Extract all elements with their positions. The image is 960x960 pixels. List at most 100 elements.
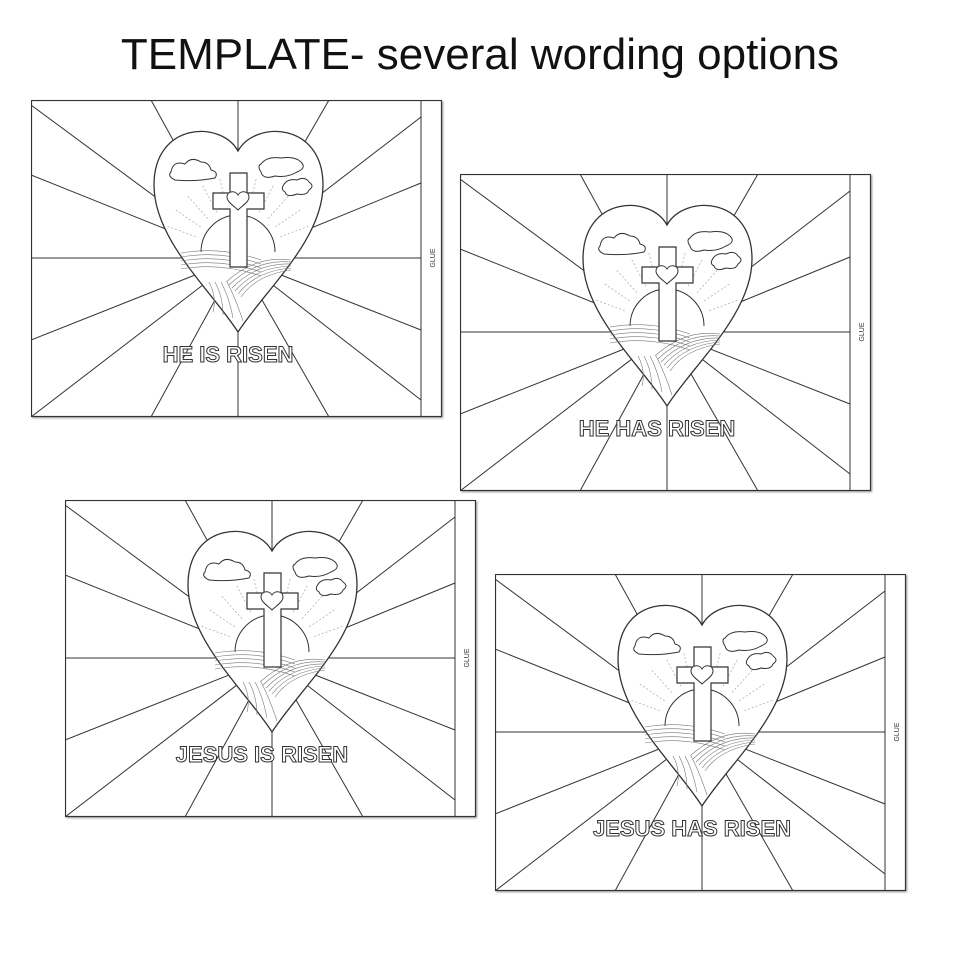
- hill-line: [242, 681, 249, 713]
- hill-line: [644, 724, 726, 735]
- hill-line: [644, 732, 726, 743]
- hill-line: [234, 265, 292, 292]
- hill-line: [654, 332, 721, 357]
- cloud-left-icon: [633, 632, 681, 656]
- cloud-left-icon: [169, 158, 217, 182]
- hill-line: [214, 654, 296, 665]
- small-heart-icon: [690, 665, 714, 685]
- coloring-page: GLUE HE IS RISEN: [31, 100, 442, 417]
- hill-line: [271, 667, 326, 695]
- hill-line: [208, 281, 215, 313]
- hill-line: [237, 267, 292, 295]
- hill-line: [684, 755, 698, 793]
- hill-line: [678, 755, 688, 790]
- sunbeam: [731, 670, 753, 693]
- glue-label: GLUE: [430, 248, 437, 267]
- hill-line: [265, 663, 326, 689]
- hill-line: [609, 340, 691, 351]
- hill-line: [226, 281, 244, 322]
- hill-line: [180, 250, 262, 261]
- cloud-right-icon: [292, 557, 338, 578]
- hill-line: [649, 355, 663, 393]
- cloud-left-icon: [203, 558, 251, 582]
- sunbeam: [704, 283, 730, 302]
- hill-line: [663, 339, 721, 366]
- hill-line: [660, 337, 721, 363]
- sunbeam: [314, 626, 343, 637]
- hill-line: [260, 681, 278, 722]
- hill-line: [701, 741, 756, 769]
- sunbeam: [696, 270, 718, 293]
- hill-line: [644, 728, 726, 739]
- sunbeam: [651, 670, 673, 693]
- hill-line: [637, 355, 644, 387]
- cloud-right-icon: [687, 231, 733, 252]
- hill-line: [698, 739, 756, 766]
- sunbeam: [187, 196, 209, 219]
- sunbeam: [631, 700, 660, 711]
- hill-line: [259, 658, 326, 683]
- hill-line: [704, 743, 756, 772]
- hill-line: [180, 262, 262, 273]
- sunbeam: [280, 226, 309, 237]
- cloud-left-icon: [598, 232, 646, 256]
- template-card-1: GLUE HE IS RISEN: [31, 100, 442, 417]
- sunbeam: [201, 626, 230, 637]
- hill-line: [609, 324, 691, 335]
- sunbeam: [616, 270, 638, 293]
- glue-label: GLUE: [894, 722, 901, 741]
- sunbeam: [301, 596, 323, 619]
- small-heart-icon: [655, 265, 679, 285]
- hill-line: [214, 281, 224, 316]
- wording-text: HE HAS RISEN: [579, 416, 735, 441]
- hill-line: [268, 665, 326, 692]
- cloud-small-icon: [315, 577, 347, 597]
- sunbeam: [739, 683, 765, 702]
- sunbeam: [604, 283, 630, 302]
- sunbeam: [275, 209, 301, 228]
- sunbeam: [309, 609, 335, 628]
- hill-line: [225, 258, 292, 283]
- sunbeam: [167, 226, 196, 237]
- hill-line: [690, 755, 708, 796]
- hill-line: [262, 661, 326, 686]
- hill-line: [609, 328, 691, 339]
- sunbeam: [709, 300, 738, 311]
- wording-text: JESUS HAS RISEN: [593, 816, 791, 841]
- hill-line: [240, 269, 292, 298]
- hill-line: [655, 355, 673, 396]
- hill-line: [214, 650, 296, 661]
- cloud-small-icon: [710, 251, 742, 271]
- hill-line: [689, 732, 756, 757]
- hill-line: [220, 281, 234, 319]
- small-heart-icon: [226, 191, 250, 211]
- template-card-4: GLUE JESUS HAS RISEN: [495, 574, 906, 891]
- hill-line: [214, 658, 296, 669]
- hill-line: [180, 266, 262, 277]
- cloud-small-icon: [281, 177, 313, 197]
- hill-line: [692, 735, 756, 760]
- hill-line: [609, 336, 691, 347]
- hill-line: [180, 254, 262, 265]
- hill-line: [644, 740, 726, 751]
- hill-line: [609, 332, 691, 343]
- hill-line: [254, 681, 268, 719]
- cloud-right-icon: [722, 631, 768, 652]
- hill-line: [231, 263, 292, 289]
- hill-line: [695, 737, 756, 763]
- cloud-right-icon: [258, 157, 304, 178]
- hill-line: [666, 341, 721, 369]
- hill-line: [180, 258, 262, 269]
- hill-line: [228, 261, 292, 286]
- hill-line: [214, 662, 296, 673]
- sunbeam: [639, 683, 665, 702]
- wording-text: HE IS RISEN: [163, 342, 294, 367]
- sunbeam: [221, 596, 243, 619]
- glue-label: GLUE: [464, 648, 471, 667]
- hill-line: [248, 681, 258, 716]
- hill-line: [657, 335, 721, 360]
